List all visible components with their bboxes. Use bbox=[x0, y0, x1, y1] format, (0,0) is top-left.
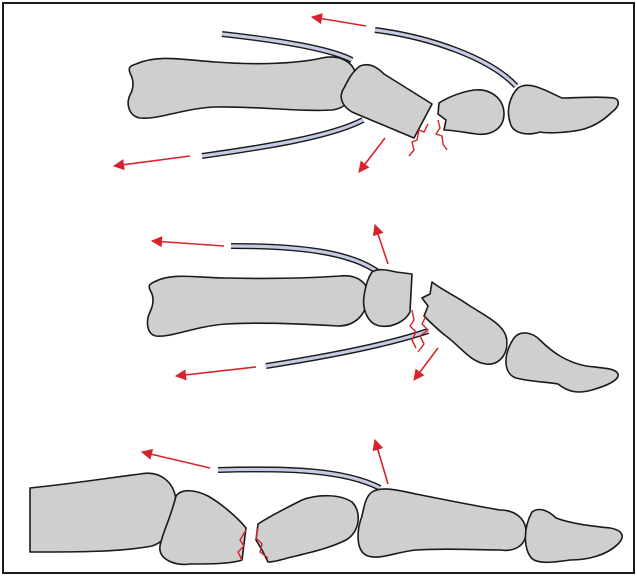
phalanx-middle-2 bbox=[364, 270, 412, 327]
phalanx-proximal-2 bbox=[148, 276, 369, 336]
force-arrow-7 bbox=[414, 348, 438, 380]
phalanx-distal-3 bbox=[525, 510, 622, 563]
phalanx-proximal-3 bbox=[30, 473, 176, 552]
fragment-1 bbox=[438, 90, 504, 135]
phalanx-distal-1 bbox=[508, 85, 618, 134]
tendon-volar-1 bbox=[202, 120, 363, 156]
panel-3 bbox=[30, 440, 622, 564]
tendon-dorsal-1 bbox=[222, 34, 352, 60]
phalanx-metacarpal-3 bbox=[358, 489, 526, 557]
phalanx-proximal-1 bbox=[128, 57, 356, 118]
panel-1 bbox=[114, 17, 618, 172]
force-arrow-6 bbox=[176, 367, 256, 376]
fracture-line-3 bbox=[410, 310, 416, 348]
force-arrow-5 bbox=[375, 225, 388, 264]
force-arrow-1 bbox=[312, 17, 366, 26]
fragment-3 bbox=[256, 496, 358, 562]
tendon-dorsal-2 bbox=[375, 30, 516, 86]
force-arrow-8 bbox=[142, 452, 210, 468]
force-arrow-9 bbox=[375, 440, 388, 484]
force-arrow-2 bbox=[114, 156, 190, 166]
force-arrow-4 bbox=[152, 241, 224, 246]
force-arrow-3 bbox=[359, 138, 385, 172]
panel-2 bbox=[148, 225, 619, 392]
phalanx-distal-2 bbox=[506, 333, 618, 392]
